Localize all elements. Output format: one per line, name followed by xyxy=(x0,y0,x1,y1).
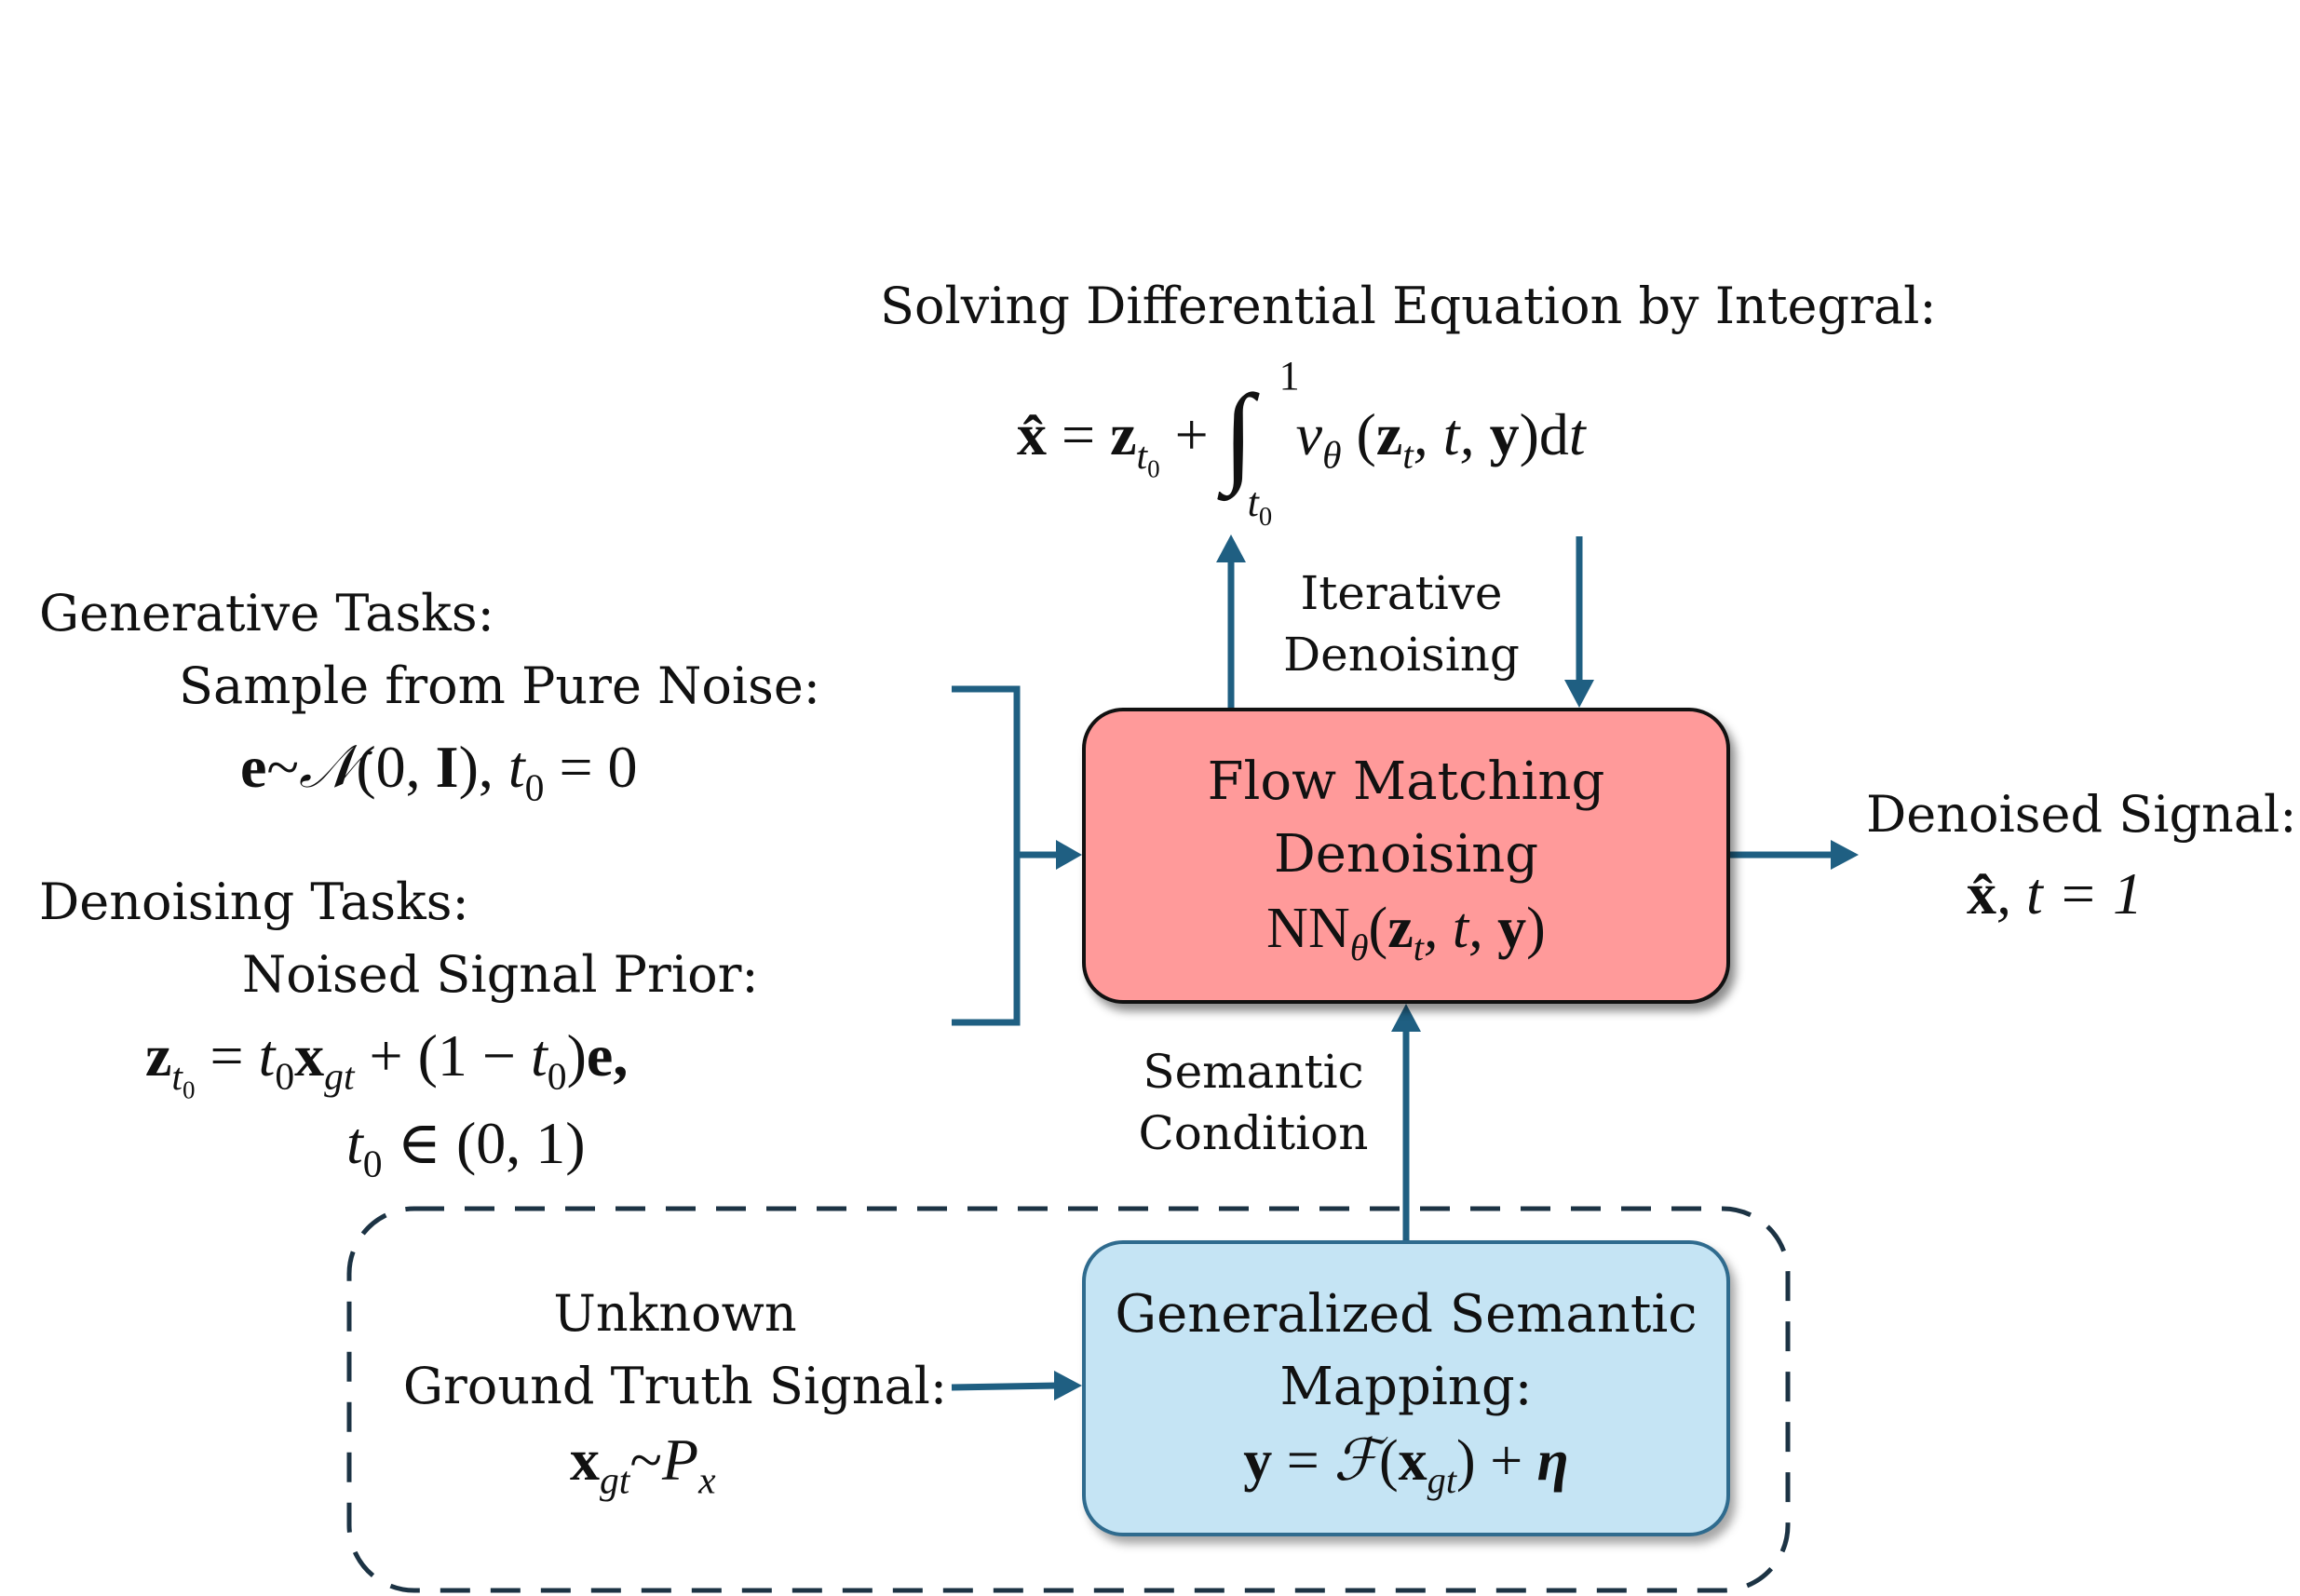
gsm-line1: Generalized Semantic xyxy=(1115,1284,1698,1345)
semantic-condition-label: Semantic Condition xyxy=(1138,1045,1369,1160)
integral-lower: t0 xyxy=(1247,480,1273,532)
iterative-denoising-label: Iterative Denoising xyxy=(1283,566,1520,682)
bracket-arrowhead xyxy=(1056,840,1082,870)
generative-sub: Sample from Pure Noise: xyxy=(179,656,820,715)
integral-sign: ∫ xyxy=(1223,372,1254,495)
generative-equation: e~𝒩(0, I), t0 = 0 xyxy=(240,734,638,809)
down-arrowhead xyxy=(1564,680,1594,708)
up-arrowhead xyxy=(1216,534,1246,562)
fm-network-expression: NNθ(zt, t, y) xyxy=(1266,897,1546,969)
unknown-signal-label: Unknown Ground Truth Signal: xyxy=(402,1284,948,1415)
ground-truth-arrowhead xyxy=(1054,1371,1082,1400)
flow-matching-box: Flow Matching Denoising NNθ(zt, t, y) xyxy=(1082,708,1730,1004)
output-equation: x̂, t = 1 xyxy=(1967,860,2143,926)
gsm-line2: Mapping: xyxy=(1279,1357,1533,1417)
gsm-expression: y = ℱ(xgt) + η xyxy=(1243,1429,1569,1502)
output-label: Denoised Signal: xyxy=(1866,785,2297,844)
semantic-mapping-box: Generalized Semantic Mapping: y = ℱ(xgt)… xyxy=(1082,1240,1730,1536)
integral-title: Solving Differential Equation by Integra… xyxy=(880,277,1937,335)
fm-line1: Flow Matching xyxy=(1207,751,1605,812)
denoising-equation-1: zt0 = t0xgt + (1 − t0)e, xyxy=(145,1022,629,1103)
generative-heading: Generative Tasks: xyxy=(39,584,494,642)
denoising-equation-2: t0 ∈ (0, 1) xyxy=(346,1110,586,1185)
integral-upper: 1 xyxy=(1279,353,1300,399)
denoising-heading: Denoising Tasks: xyxy=(39,872,469,931)
eq-xhat: x̂ xyxy=(1017,401,1047,467)
unknown-signal-equation: xgt~Px xyxy=(570,1427,716,1502)
output-arrowhead xyxy=(1831,840,1859,870)
task-bracket xyxy=(952,685,1021,1026)
denoising-sub: Noised Signal Prior: xyxy=(242,945,759,1004)
fm-line2: Denoising xyxy=(1273,824,1539,885)
semantic-arrowhead xyxy=(1391,1004,1421,1032)
dashed-group-boundary xyxy=(346,1206,1791,1593)
ground-truth-arrow xyxy=(951,1382,1059,1391)
